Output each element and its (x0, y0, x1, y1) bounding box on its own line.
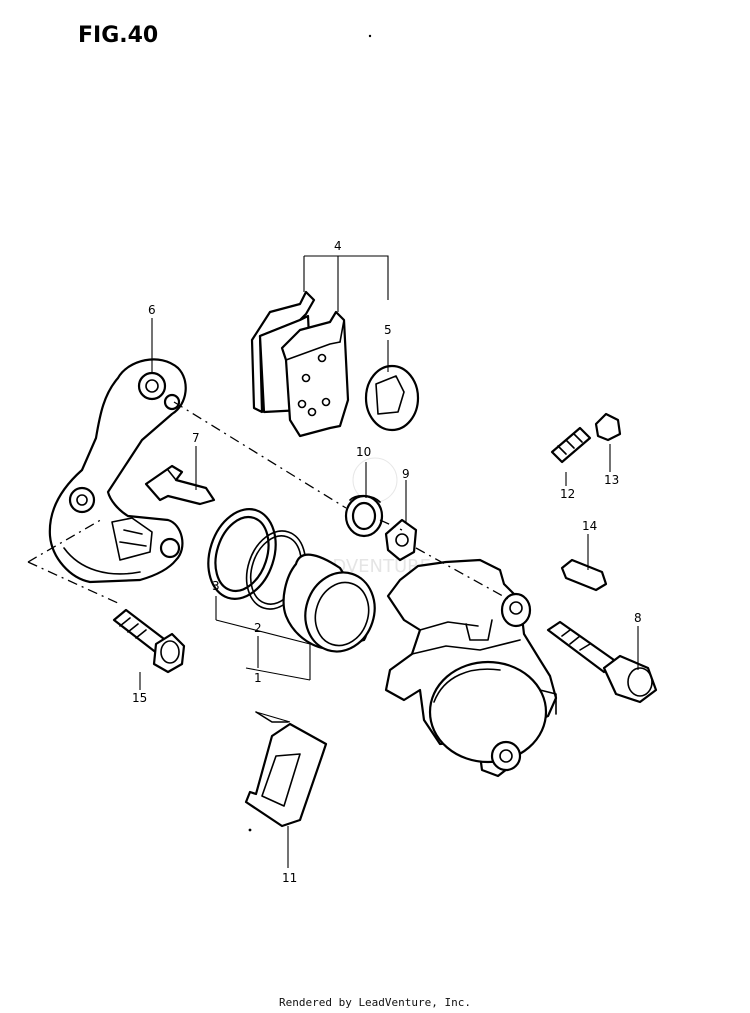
part-11-pad-retainer (244, 711, 328, 828)
render-credit: Rendered by LeadVenture, Inc. (278, 996, 472, 1009)
part-14-retainer-clip (560, 558, 608, 592)
callout-1: 1 (254, 671, 262, 685)
print-speck (368, 34, 372, 38)
part-15-bolt (112, 608, 186, 674)
callout-14: 14 (582, 519, 597, 533)
part-1-piston (282, 553, 376, 653)
callout-12: 12 (560, 487, 575, 501)
figure-title: FIG.40 (78, 23, 158, 48)
callout-15: 15 (132, 691, 147, 705)
part-3-dust-seal (207, 508, 277, 600)
part-7-pad-spring (144, 464, 216, 506)
part-6-caliper-bracket (48, 358, 187, 584)
part-12-bleeder-valve (550, 426, 592, 464)
part-4-brake-pads (250, 290, 350, 438)
callout-labels: 4 5 6 7 10 9 3 2 1 12 13 14 8 15 11 (132, 239, 642, 885)
callout-10: 10 (356, 445, 371, 459)
callout-5: 5 (384, 323, 392, 337)
part-9-dust-boot (384, 518, 418, 562)
leader-lines (139, 255, 639, 868)
assembly-lines (27, 401, 511, 605)
callout-11: 11 (282, 871, 297, 885)
part-10-boot (344, 494, 384, 538)
caliper-body (384, 558, 558, 778)
callout-6: 6 (148, 303, 156, 317)
part-8-bolt (546, 620, 658, 704)
callout-2: 2 (254, 621, 262, 635)
part-13-bleeder-cap (594, 412, 622, 442)
callout-8: 8 (634, 611, 642, 625)
callout-7: 7 (192, 431, 200, 445)
callout-13: 13 (604, 473, 619, 487)
callout-4: 4 (334, 239, 342, 253)
part-5-pad-shim (364, 364, 420, 432)
callout-3: 3 (212, 579, 220, 593)
print-speck (248, 828, 252, 832)
callout-9: 9 (402, 467, 410, 481)
